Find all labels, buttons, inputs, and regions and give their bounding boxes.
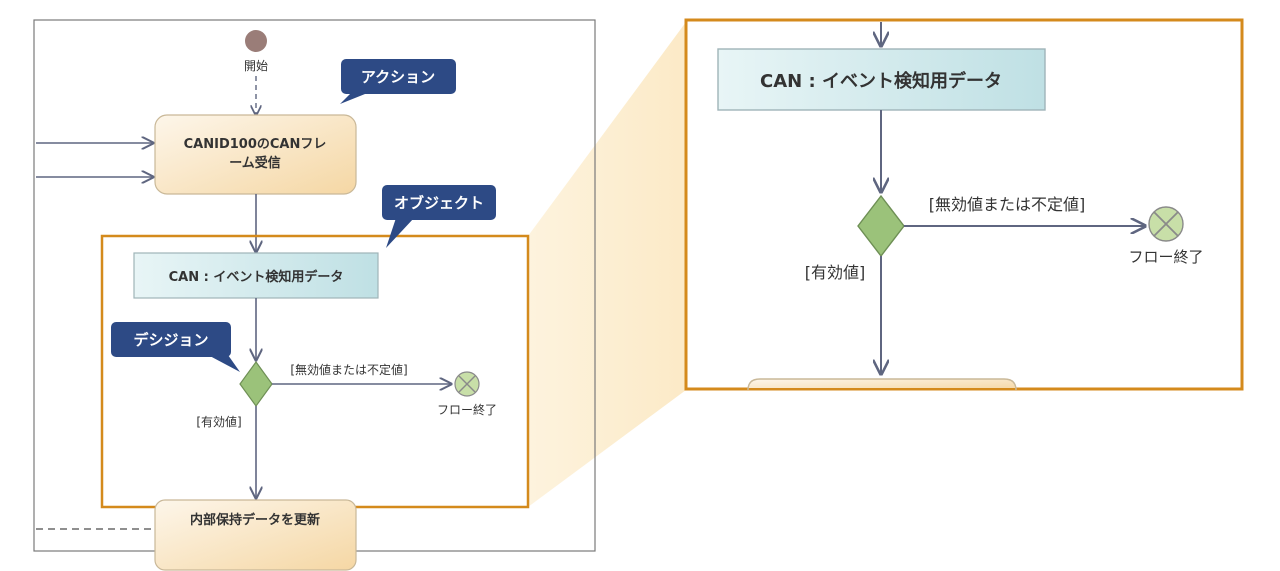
action-node-1-line1: CANID100のCANフレ <box>184 137 327 152</box>
zoom-guard-valid: [有効値] <box>805 263 866 282</box>
zoom-object-node <box>717 48 1046 111</box>
callout-action: アクション <box>340 59 456 104</box>
guard-valid: [有効値] <box>196 414 241 429</box>
zoom-action-node-partial <box>747 378 1017 391</box>
initial-node <box>245 30 267 52</box>
svg-text:アクション: アクション <box>361 68 435 86</box>
zoom-connector <box>528 22 686 507</box>
action-node-update-data <box>154 499 357 571</box>
action-node-1-line2: ーム受信 <box>229 155 281 171</box>
svg-text:オブジェクト: オブジェクト <box>394 194 484 212</box>
flow-final-label: フロー終了 <box>437 402 497 417</box>
zoom-flow-final-label: フロー終了 <box>1128 248 1203 266</box>
action-node-can-receive <box>154 114 357 195</box>
callout-object: オブジェクト <box>382 185 496 248</box>
zoom-object-node-label: CAN : イベント検知用データ <box>760 70 1002 92</box>
svg-text:デシジョン: デシジョン <box>133 331 208 349</box>
guard-invalid: [無効値または不定値] <box>290 362 407 377</box>
action-node-2-label: 内部保持データを更新 <box>190 512 320 528</box>
decision-node <box>239 360 273 408</box>
start-label: 開始 <box>244 59 268 73</box>
zoom-guard-invalid: [無効値または不定値] <box>929 195 1086 214</box>
callout-decision: デシジョン <box>111 322 240 372</box>
object-node-label: CAN : イベント検知用データ <box>169 269 344 285</box>
